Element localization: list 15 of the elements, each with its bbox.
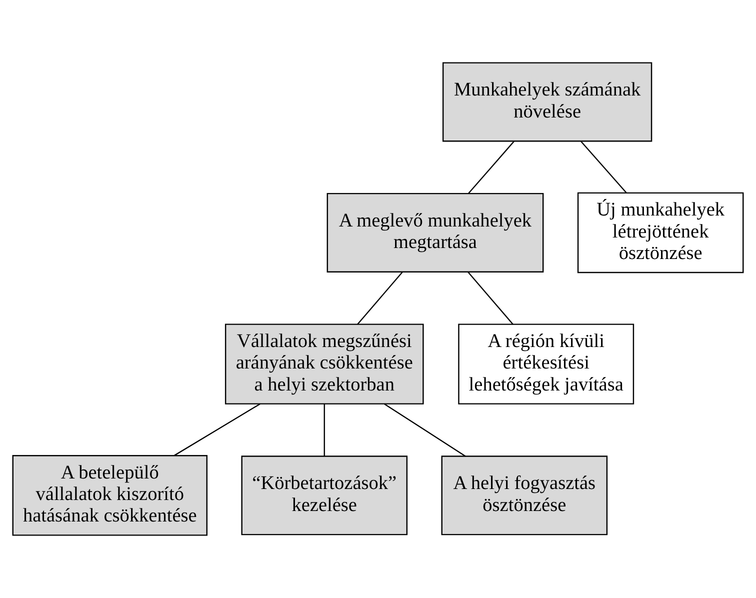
connector (357, 272, 404, 325)
connector (467, 272, 514, 325)
connector (174, 403, 260, 456)
node-box: Új munkahelyek létrejöttének ösztönzése (577, 192, 744, 274)
connector (580, 140, 627, 194)
connector (468, 140, 514, 194)
node-box: Munkahelyek számának növelése (442, 62, 652, 142)
node-box: A betelepülő vállalatok kiszorító hatásának csökkentése (12, 455, 208, 536)
node-box: A helyi fogyasztás ösztönzése (441, 456, 608, 536)
connector (324, 404, 325, 456)
connector (384, 403, 466, 457)
node-box: A régión kívüli értékesítési lehetőségek javítása (458, 324, 634, 404)
node-box: “Körbetartozások” kezelése (241, 456, 408, 536)
node-box: A meglevő munkahelyek megtartása (326, 192, 544, 272)
node-box: Vállalatok megszűnési arányának csökkentése a helyi szektorban (224, 324, 424, 404)
